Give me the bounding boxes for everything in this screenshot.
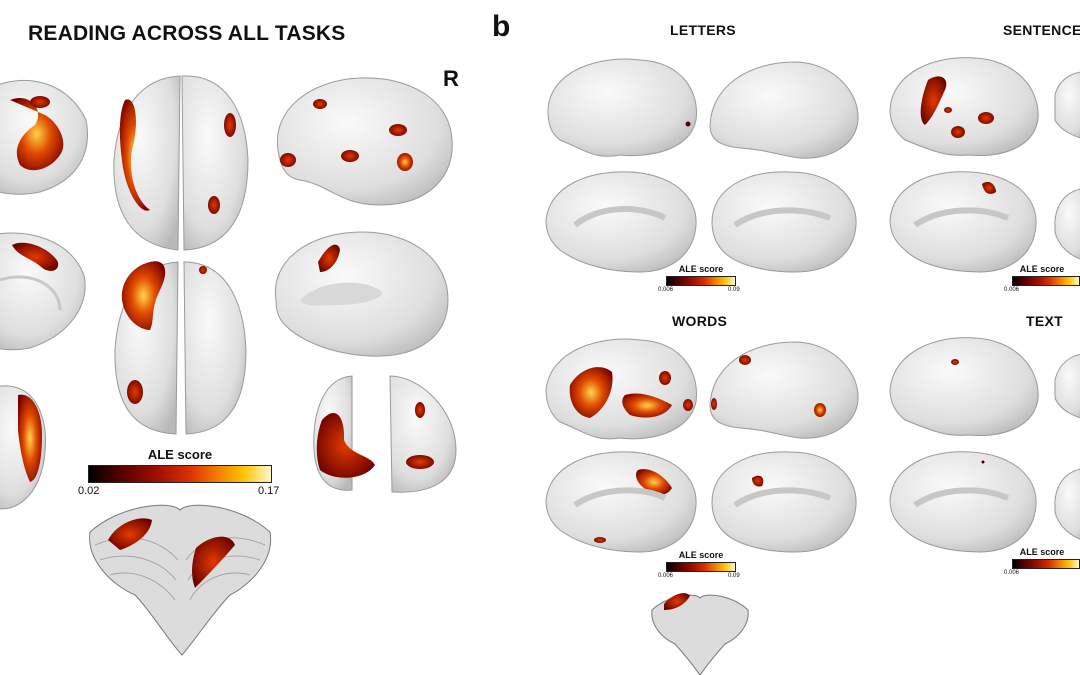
scale-text-title: ALE score [1019,547,1065,557]
brain-text-lateral-left [889,337,1039,437]
scale-letters-colorbar [666,276,736,286]
condition-label-sentence: SENTENCE [1003,22,1080,38]
scale-letters-title: ALE score [678,264,724,274]
condition-label-letters: LETTERS [670,22,736,38]
brain-dorsal [113,75,249,251]
scale-sentence-colorbar [1012,276,1080,286]
scale-words-colorbar [666,562,736,572]
brain-sentence-lateral-left [889,57,1039,157]
brain-left-posterior [0,385,46,510]
scale-a-min: 0.02 [78,485,100,497]
brain-left-medial [0,232,86,351]
scale-words-max: 0.09 [728,573,740,579]
brain-sentence-lateral-right [1054,71,1080,139]
scale-letters-max: 0.09 [728,287,740,293]
scale-a-colorbar [88,465,272,483]
brain-right-lateral [276,77,453,206]
brain-words-medial-right [711,451,857,553]
brain-letters-medial-right [711,171,857,273]
brain-text-lateral-right [1054,353,1080,419]
scale-sentence-min: 0.006 [1004,287,1020,293]
brain-text-medial-left [889,451,1037,553]
panel-b-letter: b [492,10,511,43]
brain-right-medial [274,231,449,357]
scale-text-min: 0.006 [1004,570,1020,576]
brain-text-medial-right [1054,468,1080,540]
brain-words-medial-left [545,451,697,553]
scale-letters-min: 0.006 [658,287,674,293]
brain-words-lateral-right [709,341,859,439]
scale-a-max: 0.17 [258,485,280,497]
brain-left-lateral [0,79,88,195]
brain-sentence-medial-left [889,171,1037,273]
cerebellum-b [651,593,749,675]
brain-posterior [313,375,457,493]
scale-words-min: 0.006 [658,573,674,579]
brain-letters-lateral-right [709,61,859,159]
panel-a-title: READING ACROSS ALL TASKS [28,22,346,45]
brain-ventral [114,261,247,435]
brain-letters-medial-left [545,171,697,273]
hemisphere-label: R [443,66,459,91]
brain-words-lateral-left [545,338,697,440]
scale-text-colorbar [1012,559,1080,569]
condition-label-text: TEXT [1026,313,1063,329]
scale-sentence-title: ALE score [1019,264,1065,274]
cerebellum-a [89,504,272,656]
scale-words-title: ALE score [678,550,724,560]
scale-a-title: ALE score [147,447,213,462]
brain-sentence-medial-right [1054,188,1080,260]
condition-label-words: WORDS [672,313,728,329]
brain-letters-lateral-left [547,58,697,157]
